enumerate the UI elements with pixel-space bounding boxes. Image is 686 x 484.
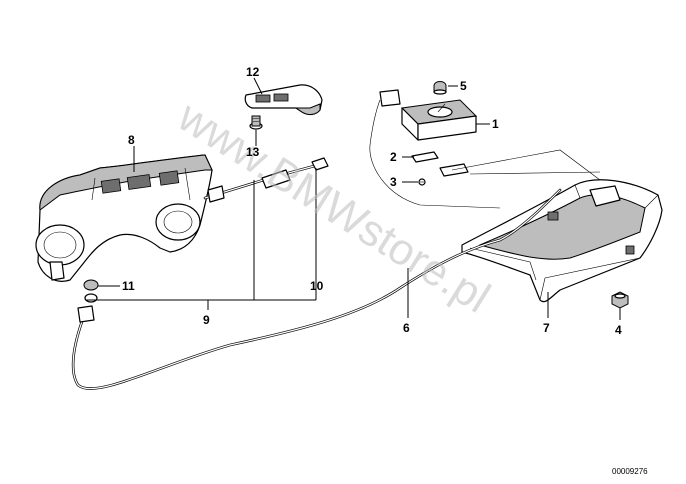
leader-lines <box>86 77 621 320</box>
left-fairing-panel <box>35 154 213 282</box>
rear-tail-tray <box>461 179 663 303</box>
nut-cap <box>433 81 447 95</box>
socket-cable <box>203 157 329 203</box>
reference-number: 00009276 <box>612 467 648 476</box>
callout-5: 5 <box>460 79 467 93</box>
bracket <box>244 84 323 116</box>
callout-10: 10 <box>310 279 324 293</box>
callout-3: 3 <box>390 175 397 189</box>
screw <box>249 115 263 130</box>
callout-6: 6 <box>403 321 410 335</box>
callout-12: 12 <box>246 65 260 79</box>
grommet <box>83 279 99 303</box>
callout-4: 4 <box>615 323 622 337</box>
callout-1: 1 <box>492 117 499 131</box>
callout-7: 7 <box>543 321 550 335</box>
callout-9: 9 <box>203 313 210 327</box>
hex-nut <box>611 291 629 309</box>
callout-8: 8 <box>128 133 135 147</box>
rubber-pad <box>411 151 469 177</box>
small-screw <box>418 178 426 186</box>
callout-2: 2 <box>390 150 397 164</box>
callout-13: 13 <box>246 145 260 159</box>
callout-labels: 1 2 3 4 5 6 7 8 9 10 11 12 13 <box>122 65 622 337</box>
control-unit <box>369 89 501 209</box>
callout-11: 11 <box>122 279 135 293</box>
cable-harness <box>71 188 562 390</box>
